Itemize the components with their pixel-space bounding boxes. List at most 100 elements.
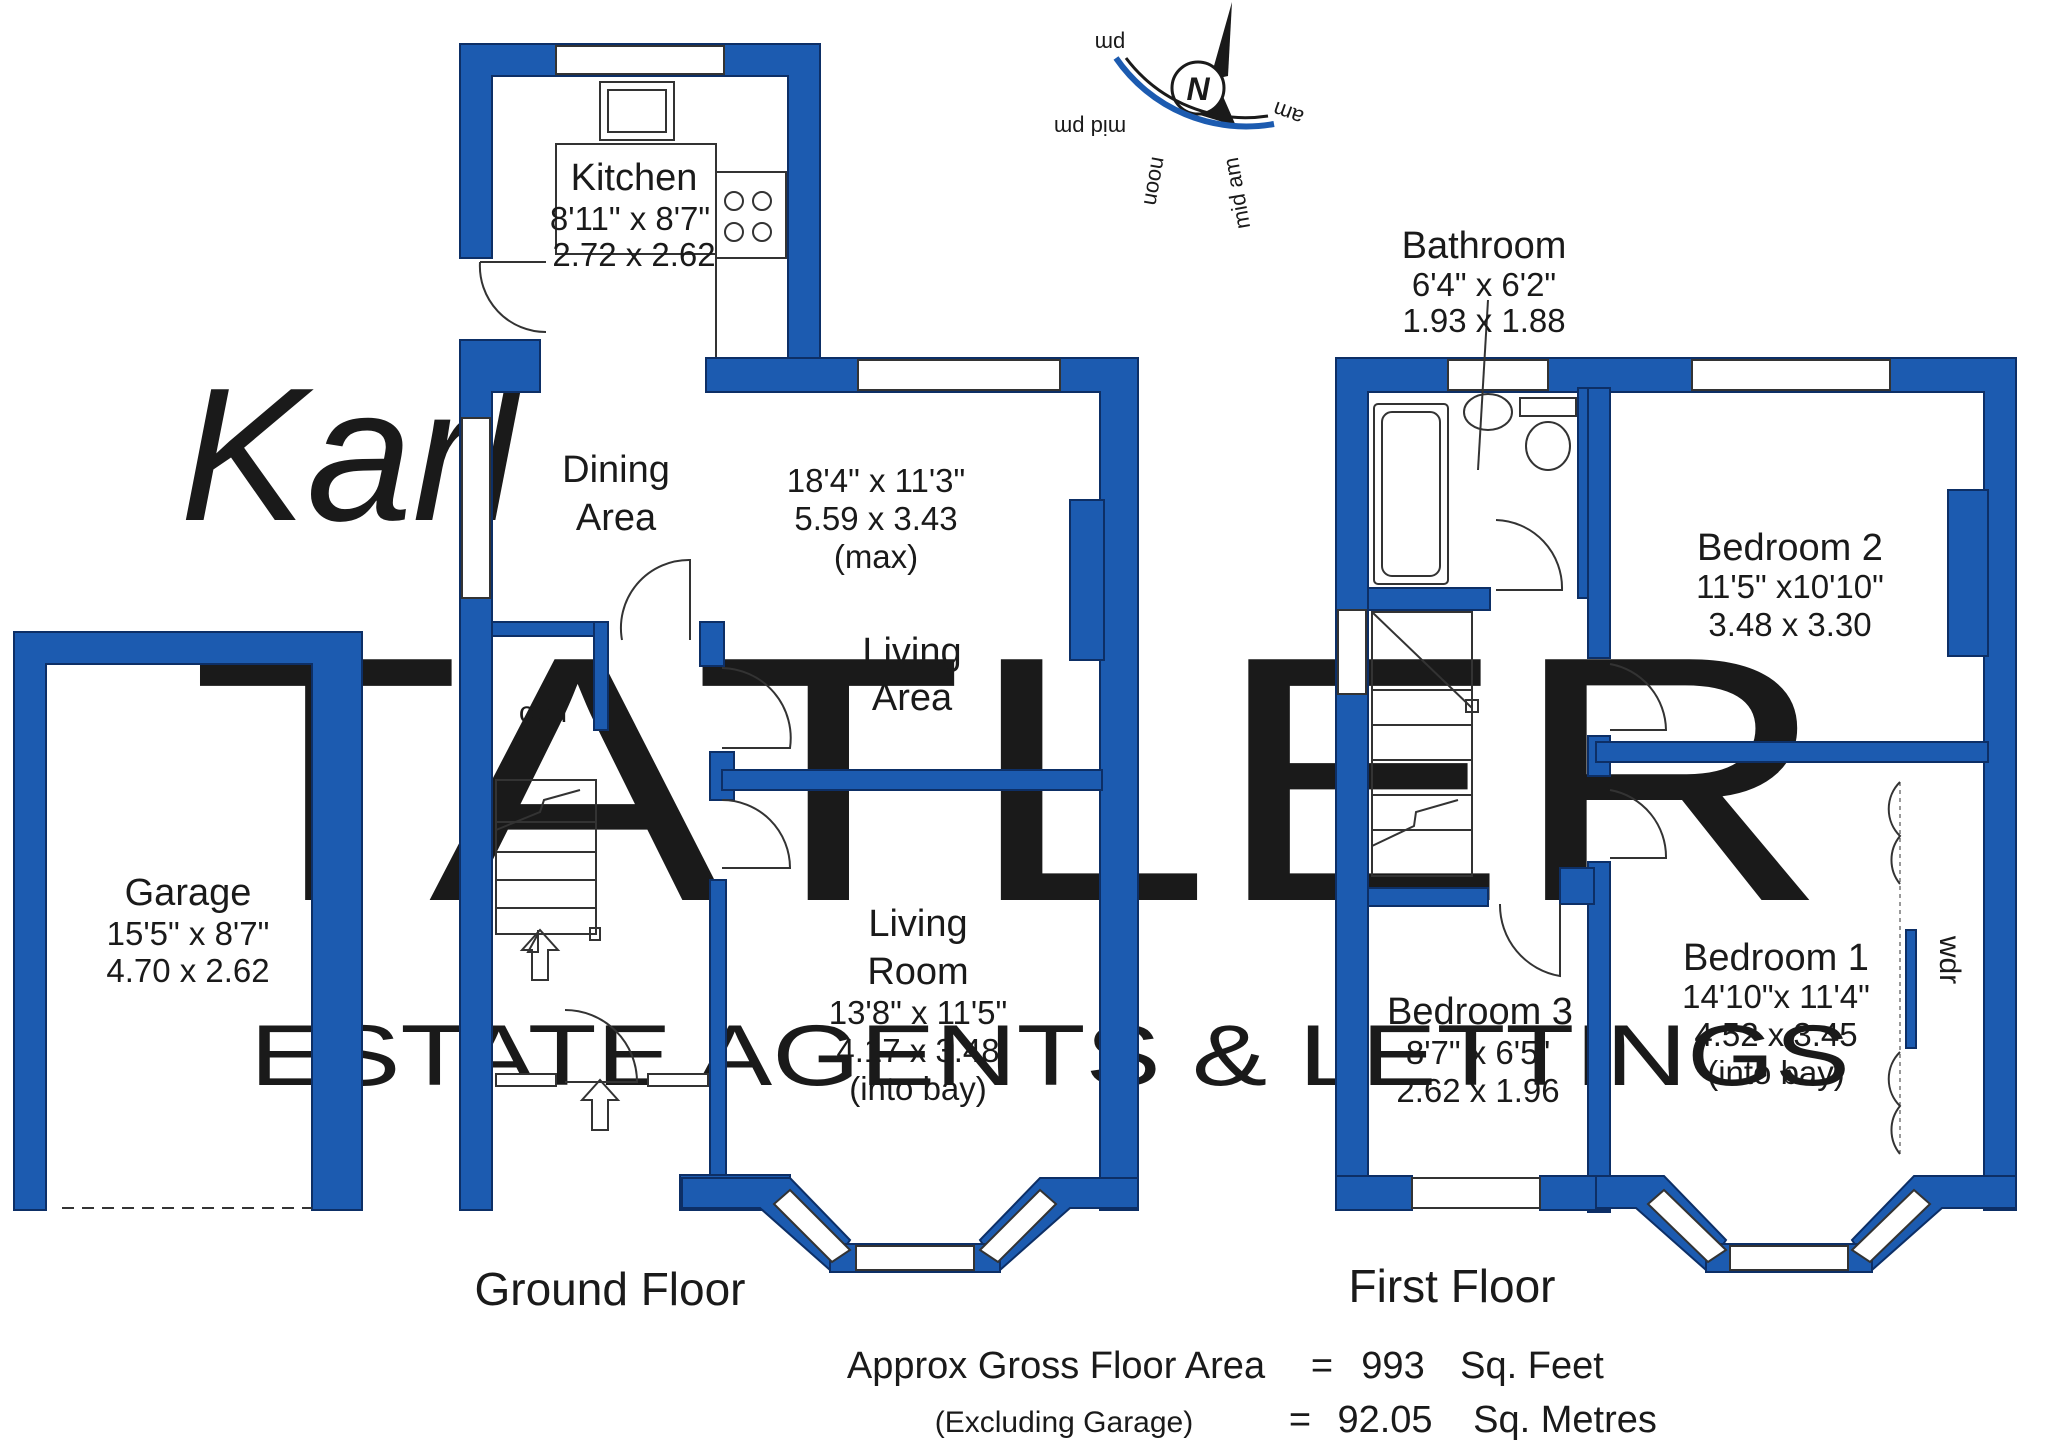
living-area-name-1: Living <box>862 631 961 673</box>
bathroom-door <box>1495 519 1564 591</box>
sq-metres-unit: Sq. Metres <box>1473 1399 1657 1441</box>
gross-area-equals: = <box>1311 1345 1333 1387</box>
bedroom-2-metric: 3.48 x 3.30 <box>1708 606 1871 643</box>
bathroom-window <box>1447 359 1549 391</box>
sq-metres-value: 92.05 <box>1337 1399 1432 1441</box>
living-area-window <box>857 359 1061 391</box>
north-east-walls <box>705 357 1139 1211</box>
sq-feet-unit: Sq. Feet <box>1460 1345 1604 1387</box>
bedroom-2-imperial: 11'5" x10'10" <box>1696 568 1884 605</box>
ground-floor-title: Ground Floor <box>474 1263 745 1315</box>
kitchen-sink <box>599 81 675 141</box>
bedroom-2-west-wall <box>1587 387 1611 659</box>
dining-window <box>461 417 491 599</box>
excluding-garage-label: (Excluding Garage) <box>935 1406 1193 1439</box>
bathroom-imperial: 6'4" x 6'2" <box>1412 266 1556 303</box>
floor-area-summary: Approx Gross Floor Area = 993 Sq. Feet (… <box>847 1345 1657 1441</box>
bedroom-2-window <box>1691 359 1891 391</box>
hall-wall <box>709 879 727 1181</box>
first-floor-title: First Floor <box>1349 1260 1556 1312</box>
living-room-bay <box>681 1177 1139 1273</box>
front-door <box>564 1009 639 1083</box>
compass-label-mid-pm: mid pm <box>1054 115 1126 140</box>
living-room-imperial: 13'8" x 11'5" <box>829 994 1008 1031</box>
sq-metres-equals: = <box>1289 1399 1311 1441</box>
living-room-metric: 4.17 x 3.48 <box>836 1032 999 1069</box>
cpd-wall <box>491 621 609 637</box>
watermark-tagline: ESTATE AGENTS & LETTINGS <box>250 1008 1850 1104</box>
first-floor-chimney-breast <box>1947 489 1989 657</box>
wardrobe-label: wdr <box>1933 935 1966 984</box>
staircase <box>495 779 601 981</box>
kitchen-name: Kitchen <box>571 157 698 199</box>
bedroom-2-door <box>1609 663 1668 731</box>
kitchen-walls <box>459 43 821 361</box>
compass-needle-icon <box>1210 2 1232 80</box>
bedroom-1-note: (into bay) <box>1707 1054 1845 1091</box>
bedroom-3-window <box>1411 1177 1541 1209</box>
dining-area-name-2: Area <box>576 497 657 539</box>
bedroom-1-bay <box>1595 1175 2017 1273</box>
bedroom-3-imperial: 8'7" x 6'5" <box>1406 1034 1550 1071</box>
bathtub <box>1373 403 1449 585</box>
stairs-up-arrow-icon <box>519 928 561 981</box>
kitchen-imperial: 8'11" x 8'7" <box>550 200 710 237</box>
dining-door <box>619 558 691 641</box>
wardrobe: wdr <box>1887 781 1966 1155</box>
living-area-name-2: Area <box>872 677 953 719</box>
bedroom-1-west-wall <box>1587 861 1611 1213</box>
compass-label-pm: pm <box>1095 31 1126 56</box>
bathroom-name: Bathroom <box>1402 225 1567 267</box>
bedroom-1-name: Bedroom 1 <box>1683 937 1869 979</box>
bedroom-3-name: Bedroom 3 <box>1387 991 1573 1033</box>
bathroom-basin <box>1463 393 1513 431</box>
sq-feet-value: 993 <box>1361 1345 1424 1387</box>
compass-dial <box>1170 60 1226 116</box>
living-area-imperial: 18'4" x 11'3" <box>787 462 966 499</box>
hall-window-left <box>495 1073 557 1087</box>
bedroom-3-north-wall <box>1367 887 1489 907</box>
compass-label-am: am <box>1270 97 1307 131</box>
compass-label-noon: noon <box>1139 155 1172 208</box>
hob <box>715 171 787 259</box>
first-floor-plan: wdr Bathroom 6'4" x 6'2" 1.93 x 1.88 Bed… <box>1335 225 2017 1312</box>
bedroom-1-door <box>1609 789 1668 859</box>
living-room-name-2: Room <box>867 951 968 993</box>
garage-walls <box>13 631 363 1211</box>
toilet <box>1525 421 1571 471</box>
bedroom-divider-wall <box>1595 741 1989 763</box>
ground-floor-plan: Kitchen 8'11" x 8'7" 2.72 x 2.62 Dining … <box>459 43 1139 1315</box>
entrance-arrow-icon <box>579 1078 621 1131</box>
cupboard-label: cpd <box>519 696 567 729</box>
bedroom-3-metric: 2.62 x 1.96 <box>1396 1072 1559 1109</box>
living-room-door <box>721 799 792 869</box>
bedroom-1-metric: 4.52 x 3.45 <box>1694 1016 1857 1053</box>
living-divider-wall <box>721 769 1103 791</box>
kitchen-side-door <box>478 261 547 334</box>
first-floor-staircase <box>1371 611 1479 877</box>
bedroom-3-door <box>1498 903 1561 978</box>
kitchen-metric: 2.72 x 2.62 <box>552 236 715 273</box>
bathroom-lower-wall <box>1367 587 1491 611</box>
garage-imperial: 15'5" x 8'7" <box>107 915 270 952</box>
garage-metric: 4.70 x 2.62 <box>106 952 269 989</box>
compass: N pm mid pm noon mid am am <box>1054 2 1307 231</box>
bedroom-2-name: Bedroom 2 <box>1697 527 1883 569</box>
chimney-breast <box>1069 499 1105 661</box>
hall-window-right <box>647 1073 709 1087</box>
living-room-note: (into bay) <box>849 1070 987 1107</box>
compass-north-label: N <box>1186 71 1210 107</box>
living-area-note: (max) <box>834 538 918 575</box>
compass-arc <box>1124 57 1269 120</box>
garage-plan: Garage 15'5" x 8'7" 4.70 x 2.62 <box>13 631 363 1211</box>
kitchen-window <box>555 45 725 75</box>
living-room-name-1: Living <box>868 903 967 945</box>
hob-ring-icon <box>724 191 744 211</box>
bedroom-1-imperial: 14'10"x 11'4" <box>1682 978 1870 1015</box>
living-area-metric: 5.59 x 3.43 <box>794 500 957 537</box>
compass-label-mid-am: mid am <box>1218 156 1255 231</box>
gross-area-label: Approx Gross Floor Area <box>847 1345 1266 1387</box>
garage-name: Garage <box>125 872 252 914</box>
living-area-door <box>721 667 792 749</box>
